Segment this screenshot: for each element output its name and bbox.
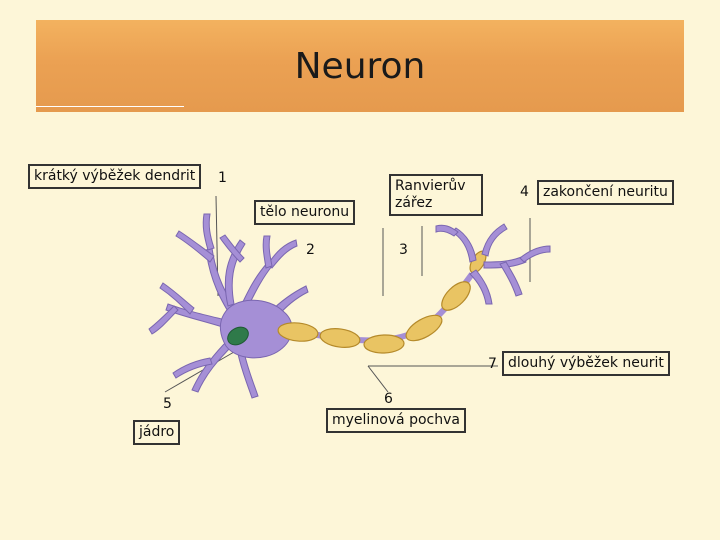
leader-lines: [164, 195, 531, 393]
axon-terminals: [435, 223, 551, 305]
label-dlouhy-vybezek-neurit: dlouhý výběžek neurit: [502, 351, 670, 376]
label-telo-neuronu: tělo neuronu: [254, 200, 356, 225]
leader-line-myelin: [367, 365, 389, 393]
label-jadro: jádro: [133, 420, 181, 445]
label-myelinova-pochva: myelinová pochva: [326, 408, 466, 433]
label-zakonceni-neuritu: zakončení neuritu: [537, 180, 674, 205]
label-ranvieruv-zarez: Ranvierův zářez: [389, 174, 483, 216]
label-ranvier-line1: Ranvierův: [395, 178, 466, 194]
dendrites: [148, 213, 309, 399]
label-dendrit: krátký výběžek dendrit: [28, 164, 202, 189]
number-6: 6: [384, 391, 393, 407]
title-underline: [36, 106, 184, 107]
label-ranvier-line2: zářez: [395, 194, 433, 211]
number-5: 5: [163, 396, 172, 412]
number-7: 7: [488, 356, 497, 372]
number-1: 1: [218, 170, 227, 186]
myelin-sheath: [277, 250, 487, 354]
number-2: 2: [306, 242, 315, 258]
number-3: 3: [399, 242, 408, 258]
nucleus: [227, 326, 249, 346]
title-banner: [36, 20, 684, 112]
slide-title: Neuron: [294, 46, 426, 87]
leader-line-jadro: [164, 351, 235, 393]
number-4: 4: [520, 184, 529, 200]
